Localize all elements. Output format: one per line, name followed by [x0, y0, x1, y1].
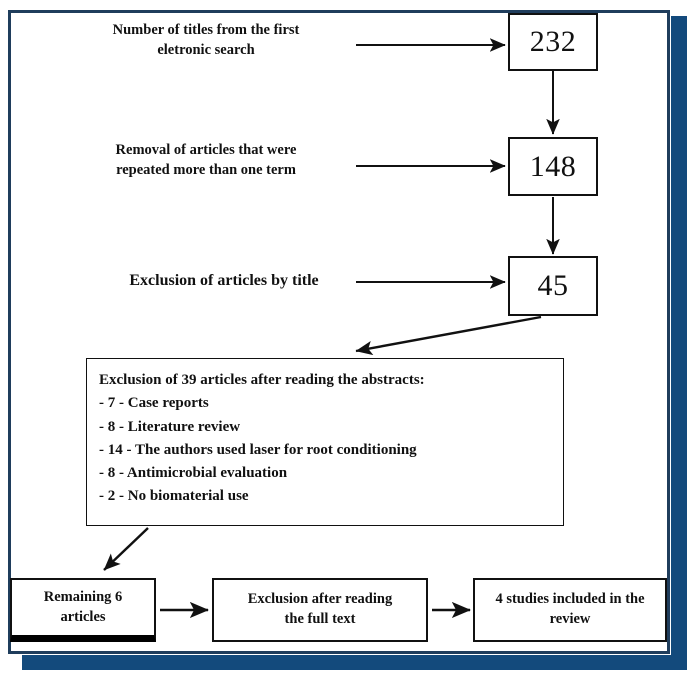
- frame-top-rule: [8, 10, 670, 13]
- label-removal-line2: repeated more than one term: [116, 161, 296, 178]
- frame-right-rule: [667, 10, 670, 654]
- frame-bottom-rule: [8, 651, 670, 654]
- box-remaining-articles: Remaining 6 articles: [10, 578, 156, 642]
- label-exclusion-by-title: Exclusion of articles by title: [129, 272, 319, 289]
- box-included-line2: review: [549, 611, 591, 627]
- box-fulltext-line2: the full text: [284, 611, 356, 627]
- arrow-45-to-exclusion: [355, 315, 542, 356]
- label-first-search-line1: Number of titles from the first: [112, 22, 300, 38]
- box-fulltext-exclusion: Exclusion after reading the full text: [212, 578, 428, 642]
- list-item: - 2 - No biomaterial use: [99, 488, 249, 505]
- box-studies-included: 4 studies included in the review: [473, 578, 667, 642]
- frame-right-bar: [671, 16, 687, 662]
- label-removal-line1: Removal of articles that were: [115, 142, 297, 158]
- frame-left-rule: [8, 10, 11, 654]
- label-first-search-line2: eletronic search: [157, 41, 255, 58]
- list-item: - 8 - Antimicrobial evaluation: [99, 465, 288, 481]
- box-remaining-line1: Remaining 6: [43, 588, 123, 605]
- count-box-first-search: 232: [508, 13, 598, 71]
- box-remaining-line2: articles: [60, 608, 106, 625]
- box-included-line1: 4 studies included in the: [495, 591, 645, 608]
- arrow-exclusion-to-remaining: [103, 527, 149, 571]
- label-removal-duplicates: Removal of articles that were repeated m…: [96, 141, 316, 180]
- box-fulltext-line1: Exclusion after reading: [247, 591, 393, 608]
- count-box-after-duplicates: 148: [508, 137, 598, 196]
- frame-bottom-bar: [22, 655, 687, 670]
- count-box-after-title: 45: [508, 256, 598, 316]
- exclusion-detail-box: Exclusion of 39 articles after reading t…: [86, 358, 564, 526]
- exclusion-detail-list: - 7 - Case reports - 8 - Literature revi…: [99, 392, 551, 508]
- list-item: - 14 - The authors used laser for root c…: [99, 441, 417, 458]
- exclusion-detail-title: Exclusion of 39 articles after reading t…: [99, 372, 425, 388]
- list-item: - 7 - Case reports: [99, 395, 209, 412]
- label-first-search: Number of titles from the first eletroni…: [92, 21, 320, 60]
- list-item: - 8 - Literature review: [99, 418, 241, 435]
